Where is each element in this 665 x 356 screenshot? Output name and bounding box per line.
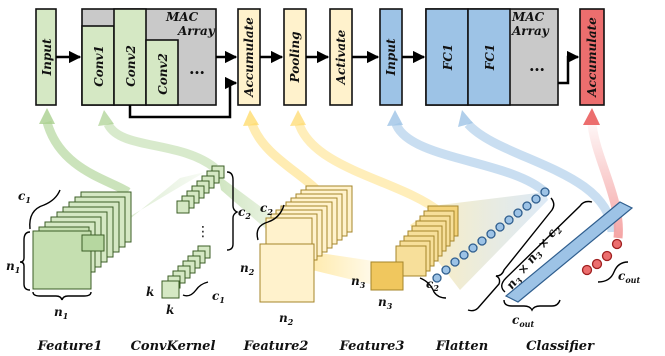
arrow-feature3-to-pooling xyxy=(294,122,443,216)
caption-flatten: Flatten xyxy=(435,339,488,354)
feature2-n2-bottom-label: n2 xyxy=(279,311,294,327)
arrow-feature3-to-pooling-head xyxy=(290,110,306,126)
fc1-block-a xyxy=(425,8,469,106)
kernel-k-side-label: k xyxy=(146,285,154,299)
flatten-vector xyxy=(432,187,550,283)
output-cout-label: cout xyxy=(618,269,640,285)
input-block-2-label: Input xyxy=(384,38,398,76)
arrow-kernel-to-conv xyxy=(103,121,218,172)
output-brace-cout xyxy=(597,261,629,283)
caption-feature3: Feature3 xyxy=(339,339,405,354)
feature2-n2-side-label: n2 xyxy=(240,261,255,277)
classifier-brace-left xyxy=(501,200,593,293)
mac-array-1-ellipsis: … xyxy=(189,59,205,78)
conv1-label: Conv1 xyxy=(92,45,106,87)
flatten-size-label: n3 × n3 × c2 xyxy=(503,221,564,293)
feature1-brace-n1-bottom xyxy=(32,291,92,301)
arrow-output-to-accumulate xyxy=(587,123,623,239)
mac-array-1-line1: MAC xyxy=(165,10,199,24)
feature3-brace-c2 xyxy=(419,277,447,299)
captions: Feature1 ConvKernel Feature2 Feature3 Fl… xyxy=(37,339,595,354)
feature3-n3-bottom-label: n3 xyxy=(378,295,393,311)
activate-label: Activate xyxy=(334,29,348,85)
feature3-maps xyxy=(370,205,459,291)
feature2-stack: c2 n2 n2 xyxy=(240,185,380,327)
fc1-block-b xyxy=(467,8,511,106)
mac-array-2-ellipsis: … xyxy=(529,56,545,75)
feature1-brace-n1-side xyxy=(19,231,31,291)
classifier-weight-plane xyxy=(504,201,634,303)
arrow-flatten-to-input xyxy=(391,121,549,196)
kernel-c2-label: c2 xyxy=(238,205,251,221)
mac-array-2-line2: Array xyxy=(511,24,550,38)
kernel-lower-cubes xyxy=(161,245,211,299)
feature2-maps xyxy=(259,185,353,303)
feature3-n3-side-label: n3 xyxy=(351,274,366,290)
accumulate-1-label: Accumulate xyxy=(242,17,256,98)
flatten-brace xyxy=(467,197,555,312)
arrow-kernel-to-conv-head xyxy=(98,110,114,126)
conv2b-label: Conv2 xyxy=(156,53,170,95)
caption-feature1: Feature1 xyxy=(37,339,103,354)
arrow-classifier-to-fc-head xyxy=(458,110,473,127)
feature1-window xyxy=(81,234,105,252)
feature1-stack: c1 n1 n1 xyxy=(6,172,205,321)
fc1b-label: FC1 xyxy=(483,44,497,71)
feature2-flow-to-feature3 xyxy=(300,250,380,286)
kernel-vertical-dots: ⋮ xyxy=(196,224,210,240)
feature3-c2-label: c2 xyxy=(426,277,439,293)
arrow-classifier-to-fc xyxy=(464,120,617,233)
conv2-block-a xyxy=(113,8,147,106)
kernel-brace-c2 xyxy=(226,171,239,251)
caption-classifier: Classifier xyxy=(526,339,595,354)
caption-convkernel: ConvKernel xyxy=(131,339,216,354)
arrow-feature2-to-accumulate-head xyxy=(243,110,259,126)
feature2-c2-label: c2 xyxy=(260,201,273,217)
kernel-k-bottom-label: k xyxy=(166,303,174,317)
feature1-n1-bottom-label: n1 xyxy=(54,305,68,321)
feature1-c1-label: c1 xyxy=(18,189,31,205)
arrow-fc-to-accumulate xyxy=(558,50,580,85)
mac-array-2-line1: MAC xyxy=(511,10,545,24)
mapping-arrows xyxy=(39,108,623,239)
accumulate-2-label: Accumulate xyxy=(585,17,599,98)
conv1-block xyxy=(81,25,115,106)
input-block-1-label: Input xyxy=(40,38,54,76)
pipeline: Input Conv1 Conv2 Conv2 MAC Array … Accu… xyxy=(35,8,605,119)
arrow-feature1-to-input-head xyxy=(39,108,55,124)
classifier-cout-bottom-label: cout xyxy=(512,313,534,329)
caption-feature2: Feature2 xyxy=(243,339,309,354)
mac-array-1-line2: Array xyxy=(177,24,216,38)
pooling-label: Pooling xyxy=(288,32,302,84)
accumulate-block-2 xyxy=(579,8,605,106)
conv2-block-b xyxy=(145,39,179,106)
kernel-brace-c1 xyxy=(182,281,209,297)
conv2a-label: Conv2 xyxy=(124,45,138,87)
kernel-upper-cubes xyxy=(176,165,225,214)
arrow-flatten-to-input-head xyxy=(387,110,403,126)
classifier-brace-cout xyxy=(503,299,561,312)
feature1-brace-c1 xyxy=(29,189,61,230)
arrow-output-to-accumulate-head xyxy=(583,108,600,125)
kernel-c1-label: c1 xyxy=(212,289,225,305)
feedback-arrow-conv-to-accumulate xyxy=(128,76,238,119)
feature1-n1-side-label: n1 xyxy=(6,259,20,275)
output-vector xyxy=(581,238,623,276)
fc1a-label: FC1 xyxy=(441,44,455,71)
feature2-brace-c2 xyxy=(256,204,285,241)
classifier: cout cout xyxy=(501,200,640,329)
arrow-feature1-to-input xyxy=(42,120,131,196)
